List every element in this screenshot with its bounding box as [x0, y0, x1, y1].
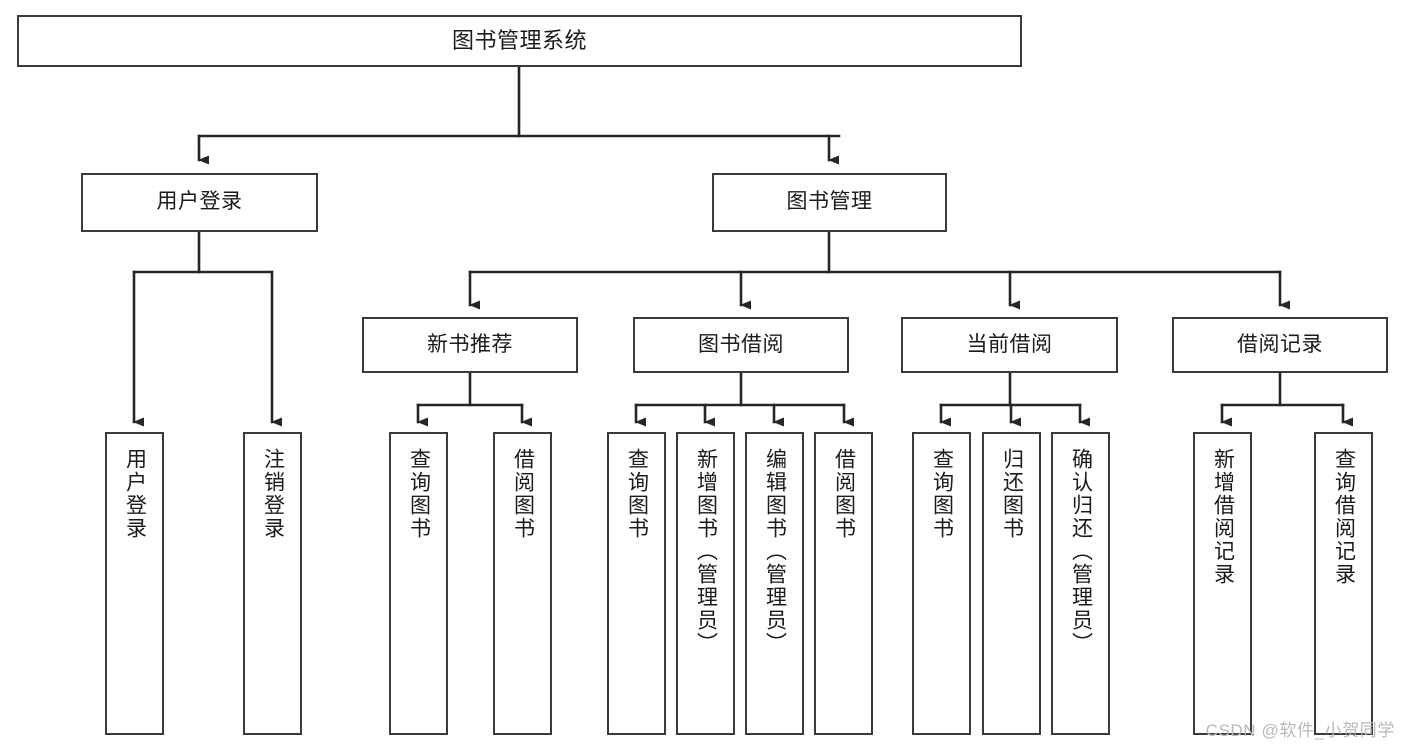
- node-label: 图书管理: [786, 190, 873, 214]
- node-leaf-borrow-book-new[interactable]: 借阅图书: [493, 432, 552, 735]
- node-label: 编辑图书（管理员）: [763, 448, 787, 655]
- node-leaf-logout-login[interactable]: 注销登录: [243, 432, 302, 735]
- node-label: 图书管理系统: [451, 28, 587, 54]
- node-label: 图书借阅: [698, 332, 784, 356]
- node-leaf-query-borrow-record[interactable]: 查询借阅记录: [1314, 432, 1373, 735]
- node-book-management[interactable]: 图书管理: [712, 173, 947, 232]
- node-root-book-management-system[interactable]: 图书管理系统: [17, 15, 1022, 67]
- node-label: 确认归还（管理员）: [1069, 448, 1093, 655]
- node-leaf-query-book-current[interactable]: 查询图书: [912, 432, 971, 735]
- node-leaf-query-book-new[interactable]: 查询图书: [389, 432, 448, 735]
- node-label: 查询图书: [930, 448, 954, 540]
- node-label: 借阅记录: [1237, 332, 1323, 356]
- node-label: 用户登录: [156, 190, 243, 214]
- node-label: 用户登录: [123, 448, 147, 540]
- node-label: 借阅图书: [511, 448, 535, 540]
- node-label: 新增借阅记录: [1211, 448, 1235, 586]
- node-leaf-add-book-admin[interactable]: 新增图书（管理员）: [676, 432, 735, 735]
- node-leaf-edit-book-admin[interactable]: 编辑图书（管理员）: [745, 432, 804, 735]
- node-label: 新增图书（管理员）: [694, 448, 718, 655]
- node-label: 查询图书: [625, 448, 649, 540]
- node-book-borrow[interactable]: 图书借阅: [633, 317, 849, 373]
- node-leaf-query-book-borrow[interactable]: 查询图书: [607, 432, 666, 735]
- node-label: 注销登录: [261, 448, 285, 540]
- node-leaf-borrow-book-borrow[interactable]: 借阅图书: [814, 432, 873, 735]
- node-label: 查询借阅记录: [1332, 448, 1356, 586]
- node-label: 归还图书: [1000, 448, 1024, 540]
- node-label: 当前借阅: [966, 332, 1053, 356]
- node-label: 新书推荐: [427, 332, 513, 356]
- node-current-borrow[interactable]: 当前借阅: [901, 317, 1118, 373]
- node-user-login[interactable]: 用户登录: [81, 173, 318, 232]
- node-label: 查询图书: [407, 448, 431, 540]
- node-borrow-record[interactable]: 借阅记录: [1172, 317, 1388, 373]
- node-leaf-confirm-return-admin[interactable]: 确认归还（管理员）: [1051, 432, 1110, 735]
- csdn-watermark: CSDN @软件_小贺同学: [1205, 721, 1395, 740]
- node-leaf-add-borrow-record[interactable]: 新增借阅记录: [1193, 432, 1252, 735]
- node-leaf-return-book[interactable]: 归还图书: [982, 432, 1041, 735]
- node-label: 借阅图书: [832, 448, 856, 540]
- node-new-book-recommend[interactable]: 新书推荐: [362, 317, 578, 373]
- node-leaf-user-login[interactable]: 用户登录: [105, 432, 164, 735]
